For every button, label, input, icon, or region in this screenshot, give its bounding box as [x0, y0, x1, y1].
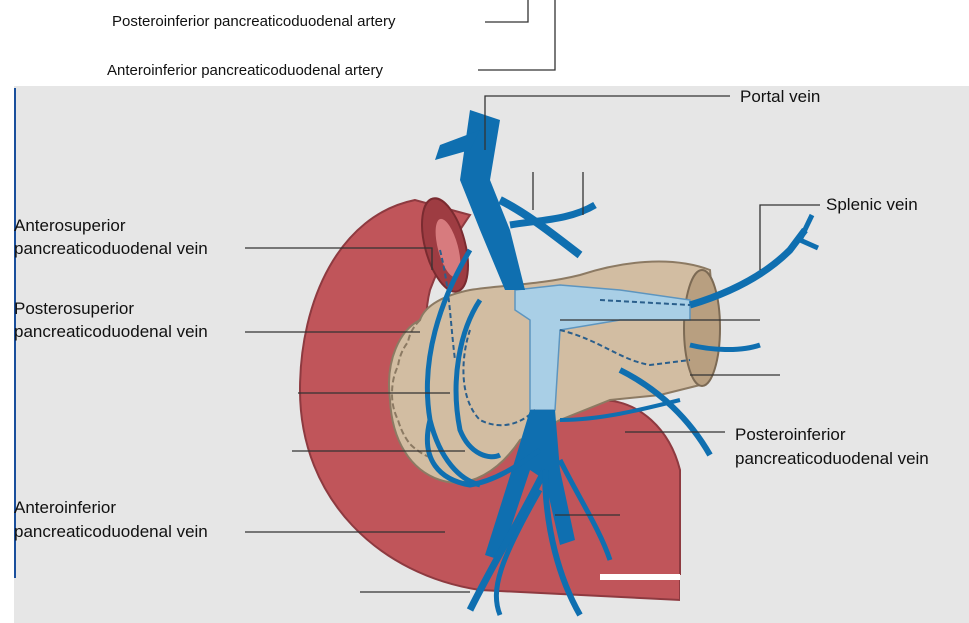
label-splenic-vein: Splenic vein	[826, 194, 918, 216]
label-antinf-vein-line1: Anteroinferior	[14, 497, 116, 519]
label-antsup-vein-line1: Anterosuperior	[14, 215, 126, 237]
label-anteroinferior-artery: Anteroinferior pancreaticoduodenal arter…	[107, 60, 383, 82]
label-postinf-vein-line2: pancreaticoduodenal vein	[735, 448, 929, 470]
label-antinf-vein-line2: pancreaticoduodenal vein	[14, 521, 208, 543]
label-postinf-vein-line1: Posteroinferior	[735, 424, 846, 446]
label-postsup-vein-line1: Posterosuperior	[14, 298, 134, 320]
label-antsup-vein-line2: pancreaticoduodenal vein	[14, 238, 208, 260]
pancreas-tail-end	[684, 270, 720, 386]
label-posteroinferior-artery: Posteroinferior pancreaticoduodenal arte…	[112, 11, 396, 33]
label-postsup-vein-line2: pancreaticoduodenal vein	[14, 321, 208, 343]
leader-posteroinferior-artery	[485, 0, 528, 22]
panel-notch	[680, 575, 969, 623]
leader-anteroinferior-artery	[478, 0, 555, 70]
panel-notch-inner	[600, 574, 680, 580]
label-portal-vein: Portal vein	[740, 86, 820, 108]
